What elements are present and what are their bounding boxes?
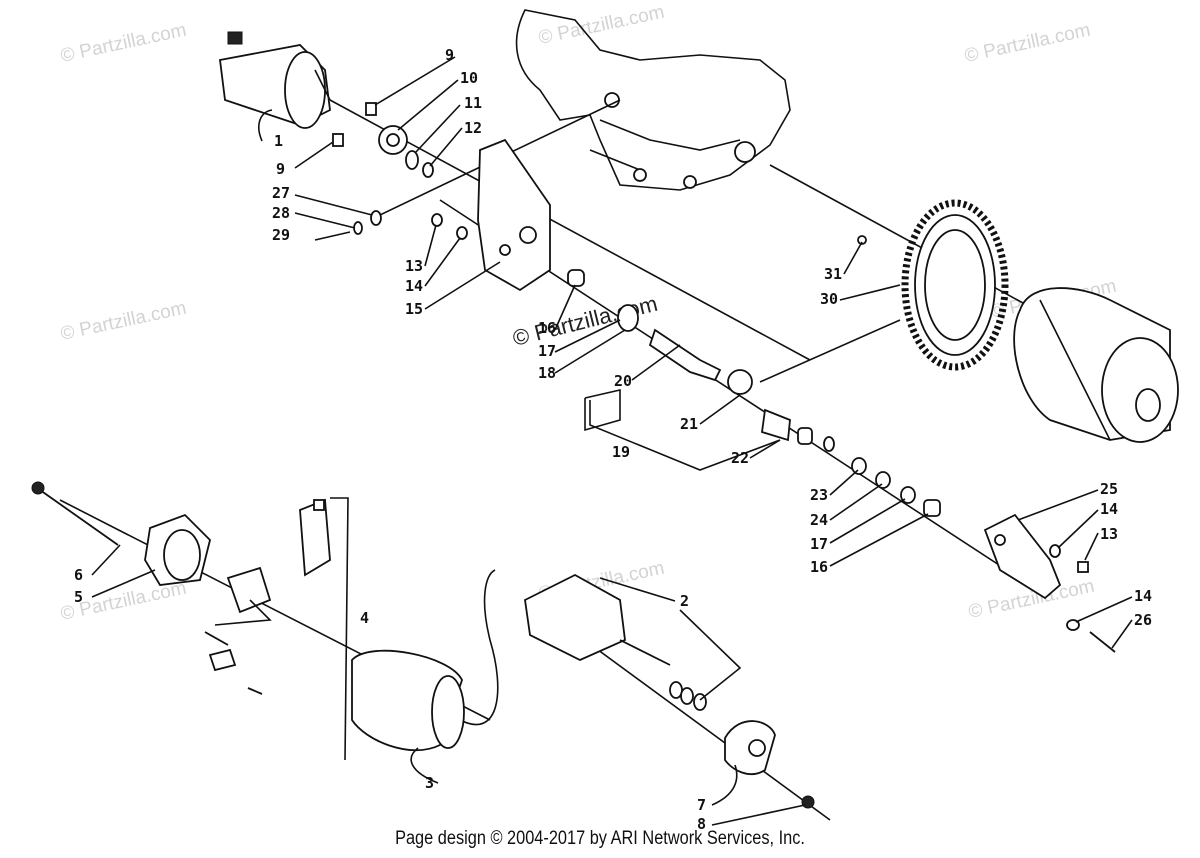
callout: 9 <box>276 160 285 178</box>
callout: 16 <box>538 319 556 337</box>
watermark: © Partzilla.com <box>59 298 189 345</box>
callout: 15 <box>405 300 423 318</box>
callout: 21 <box>680 415 698 433</box>
watermark: © Partzilla.com <box>963 20 1093 67</box>
lower-assembly <box>31 481 815 809</box>
callout: 11 <box>464 94 482 112</box>
callout: 18 <box>538 364 556 382</box>
callout-leaders <box>91 56 1133 826</box>
engine-case <box>515 9 791 191</box>
callout: 20 <box>614 372 632 390</box>
callout: 10 <box>460 69 478 87</box>
callout: 7 <box>697 796 706 814</box>
callout: 3 <box>425 774 434 792</box>
callout: 14 <box>1134 587 1152 605</box>
callout: 30 <box>820 290 838 308</box>
starter-motor <box>219 31 331 129</box>
watermark: © Partzilla.com <box>59 20 189 67</box>
callout: 31 <box>824 265 842 283</box>
callout: 1 <box>274 132 283 150</box>
callout: 16 <box>810 558 828 576</box>
callout: 19 <box>612 443 630 461</box>
end-housing <box>983 513 1116 653</box>
watermark: © Partzilla.com <box>537 2 667 49</box>
callout: 8 <box>697 815 706 833</box>
small-parts-upper <box>314 102 941 517</box>
callout: 14 <box>1100 500 1118 518</box>
callout: 12 <box>464 119 482 137</box>
callout: 14 <box>405 277 423 295</box>
ring-gear <box>901 199 1009 371</box>
callout: 4 <box>360 609 369 627</box>
callout: 24 <box>810 511 828 529</box>
callout: 17 <box>810 535 828 553</box>
callout: 13 <box>405 257 423 275</box>
callout-labels: 1 9 9 10 11 12 27 28 29 13 14 15 16 17 1… <box>74 46 1152 833</box>
callout: 17 <box>538 342 556 360</box>
callout: 9 <box>445 46 454 64</box>
callout: 5 <box>74 588 83 606</box>
callout: 28 <box>272 204 290 222</box>
footer-copyright: Page design © 2004-2017 by ARI Network S… <box>395 828 805 849</box>
bracket <box>477 138 551 292</box>
callout: 6 <box>74 566 83 584</box>
callout: 29 <box>272 226 290 244</box>
clutch-drum <box>1013 287 1179 443</box>
callout: 25 <box>1100 480 1118 498</box>
callout: 23 <box>810 486 828 504</box>
callout: 27 <box>272 184 290 202</box>
callout: 2 <box>680 592 689 610</box>
callout: 13 <box>1100 525 1118 543</box>
callout: 26 <box>1134 611 1152 629</box>
